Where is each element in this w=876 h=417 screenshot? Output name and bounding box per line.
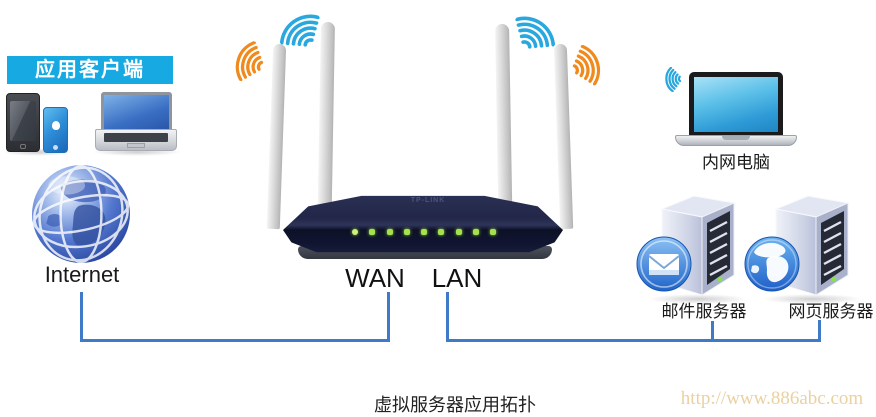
router-led-lan-4: [472, 229, 479, 235]
wifi-signal-blue-right-icon: [503, 0, 568, 64]
line-internet-to-wan: [80, 339, 390, 342]
client-laptop-base: [95, 129, 177, 151]
intranet-pc-screen: [689, 72, 783, 137]
smartphone-icon: [6, 93, 40, 152]
client-laptop-keyboard: [104, 133, 168, 142]
router-brand-label: TP-LINK: [410, 197, 446, 204]
laptop-shadow: [92, 148, 182, 156]
router-led-wifi-1: [369, 229, 376, 235]
router-led-power: [352, 229, 358, 235]
line-web-server-down: [818, 320, 821, 342]
web-server-shadow: [762, 294, 862, 304]
client-laptop-screen: [101, 92, 172, 131]
router-icon: [283, 195, 563, 253]
intranet-pc-notch: [722, 136, 750, 140]
router-led-lan-1: [421, 229, 427, 235]
intranet-pc-label: 内网电脑: [702, 153, 770, 172]
internet-globe-icon: [30, 163, 132, 265]
mail-server-label: 邮件服务器: [661, 302, 747, 321]
mail-server-shadow: [648, 294, 748, 304]
line-mail-server-down: [711, 321, 714, 342]
router-led-strip: [352, 228, 496, 236]
wifi-signal-pc-icon: [658, 66, 685, 93]
router-led-wifi-2: [386, 229, 393, 235]
diagram-caption: 虚拟服务器应用拓扑: [374, 395, 536, 415]
client-laptop-touchpad: [127, 143, 145, 148]
mail-icon: [636, 236, 692, 292]
router-led-lan-3: [455, 229, 462, 235]
router-led-usb: [490, 229, 496, 235]
wifi-signal-orange-right-icon: [563, 39, 616, 92]
client-banner: 应用客户端: [7, 56, 173, 84]
iphone-home-button: [52, 145, 58, 150]
smartphone-screen: [10, 101, 36, 141]
internet-label: Internet: [44, 262, 120, 287]
devices-shadow: [2, 148, 74, 156]
router-antenna-1: [266, 43, 287, 230]
line-wan-down: [387, 292, 390, 342]
line-internet-down: [80, 292, 83, 340]
web-server-label: 网页服务器: [788, 302, 874, 321]
wan-label: WAN: [345, 263, 405, 293]
iphone-icon: [43, 107, 68, 153]
web-globe-icon: [744, 236, 800, 292]
intranet-pc-base: [675, 135, 797, 146]
router-led-lan-2: [438, 229, 445, 235]
wifi-signal-blue-left-icon: [267, 0, 332, 62]
apple-logo-icon: [51, 121, 60, 130]
line-lan-to-servers: [446, 339, 821, 342]
line-lan-down: [446, 292, 449, 342]
watermark-url: http://www.886abc.com: [680, 388, 864, 409]
router-led-internet: [403, 229, 410, 235]
wifi-signal-orange-left-icon: [220, 34, 274, 88]
lan-label: LAN: [431, 263, 483, 293]
smartphone-home-button: [20, 144, 26, 149]
